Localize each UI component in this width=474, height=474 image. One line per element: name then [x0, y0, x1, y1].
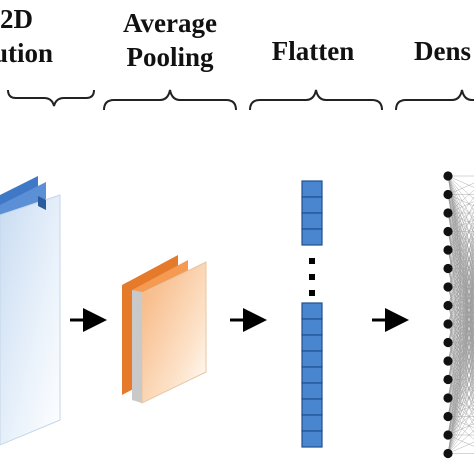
- dense-connection: [447, 407, 474, 454]
- dense-connection: [447, 418, 474, 454]
- flatten-cell: [301, 334, 323, 352]
- avg-pooling-label: Average Pooling: [100, 6, 240, 74]
- flatten-label: Flatten: [271, 36, 355, 66]
- dense-connection: [447, 259, 474, 399]
- dense-connection: [447, 252, 474, 380]
- avg-pooling-label-line1: Average: [123, 8, 217, 38]
- dense-node: [443, 171, 453, 181]
- dense-connection: [447, 231, 474, 325]
- dense-node: [443, 356, 453, 366]
- dense-connection: [447, 395, 474, 454]
- dense-connection: [447, 182, 474, 195]
- conv-feature-maps: [0, 176, 61, 446]
- dense-connection: [447, 224, 474, 306]
- dense-connection: [447, 338, 474, 454]
- flatten-cell: [301, 228, 323, 246]
- flatten-cell: [301, 414, 323, 432]
- dense-connection: [447, 430, 474, 454]
- dense-node: [443, 300, 453, 311]
- flatten-cell: [301, 382, 323, 400]
- dense-connection: [447, 441, 474, 454]
- ellipsis-dot: [309, 274, 315, 280]
- dense-node: [443, 189, 453, 200]
- dense-connection: [447, 210, 474, 269]
- dense-node: [443, 374, 453, 385]
- flatten-cell: [301, 318, 323, 336]
- conv-label: 2D olution: [0, 2, 53, 70]
- dense-node: [443, 208, 453, 218]
- flatten-brace: [249, 89, 383, 111]
- flatten-vector: [301, 180, 323, 448]
- dense-connection: [447, 326, 474, 454]
- ellipsis-dot: [309, 258, 315, 264]
- avg-pooling-label-line2: Pooling: [126, 42, 214, 72]
- dense-connection: [447, 266, 474, 417]
- flatten-cell: [301, 302, 323, 320]
- dense-node: [443, 393, 453, 403]
- pooling-feature-maps: [122, 255, 207, 404]
- flatten-cell: [301, 430, 323, 448]
- flatten-cell: [301, 180, 323, 198]
- dense-node: [443, 282, 453, 292]
- dense-node: [443, 430, 453, 440]
- dense-label: Dens: [414, 36, 472, 66]
- dense-node: [443, 245, 453, 255]
- dense-connection: [447, 384, 474, 454]
- dense-node: [443, 337, 453, 348]
- dense-connection: [447, 217, 474, 288]
- dense-node: [443, 448, 453, 459]
- dense-connection: [447, 314, 474, 454]
- dense-connection: [447, 349, 474, 454]
- ellipsis-dot: [309, 290, 315, 296]
- dense-connection: [447, 238, 474, 343]
- flatten-cell: [301, 196, 323, 214]
- dense-connection: [447, 291, 474, 454]
- dense-node: [443, 226, 453, 237]
- dense-connection: [447, 203, 474, 251]
- dense-layer: [443, 171, 474, 459]
- flatten-cell: [301, 212, 323, 230]
- dense-brace: [395, 89, 474, 111]
- dense-node: [443, 411, 453, 422]
- dense-connection: [447, 372, 474, 454]
- dense-connection: [447, 273, 474, 436]
- conv-label-line2: olution: [0, 38, 54, 68]
- dense-connection: [447, 196, 474, 232]
- dense-connection: [447, 361, 474, 454]
- dense-node: [443, 263, 453, 274]
- dense-node: [443, 319, 453, 329]
- flatten-cell: [301, 398, 323, 416]
- avg-pooling-brace: [103, 89, 237, 111]
- dense-connection: [447, 189, 474, 214]
- dense-connection: [447, 245, 474, 362]
- conv-label-line1: 2D: [0, 4, 33, 34]
- dense-connection: [447, 303, 474, 454]
- flatten-cell: [301, 366, 323, 384]
- flatten-cell: [301, 350, 323, 368]
- dense-connection: [447, 280, 474, 454]
- conv-brace: [7, 89, 95, 107]
